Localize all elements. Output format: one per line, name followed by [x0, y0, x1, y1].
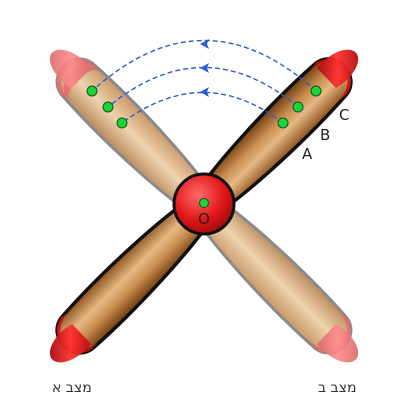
marker-center — [199, 198, 209, 208]
markers — [86, 85, 322, 208]
arc-arrowheads — [200, 39, 209, 97]
state-right-label: מצב ב — [318, 380, 356, 396]
tip-upper-left — [49, 49, 91, 88]
arrow-middle-icon — [200, 63, 209, 73]
label-c: C — [339, 106, 349, 124]
marker-b-left — [102, 101, 114, 113]
marker-c-left — [86, 85, 98, 97]
marker-a-left — [116, 117, 128, 129]
arrow-outer-icon — [200, 39, 209, 49]
tip-upper-right — [317, 49, 359, 88]
marker-a-right — [277, 117, 289, 129]
label-o: O — [198, 210, 210, 228]
tip-lower-left — [49, 324, 91, 363]
marker-c-right — [310, 85, 322, 97]
arc-middle — [107, 66, 299, 108]
arrow-inner-icon — [200, 87, 209, 97]
arc-outer — [91, 39, 317, 92]
marker-b-right — [292, 101, 304, 113]
state-left-label: מצב א — [52, 380, 92, 396]
tip-lower-right — [317, 324, 359, 363]
label-a: A — [302, 145, 313, 163]
label-b: B — [320, 126, 330, 144]
